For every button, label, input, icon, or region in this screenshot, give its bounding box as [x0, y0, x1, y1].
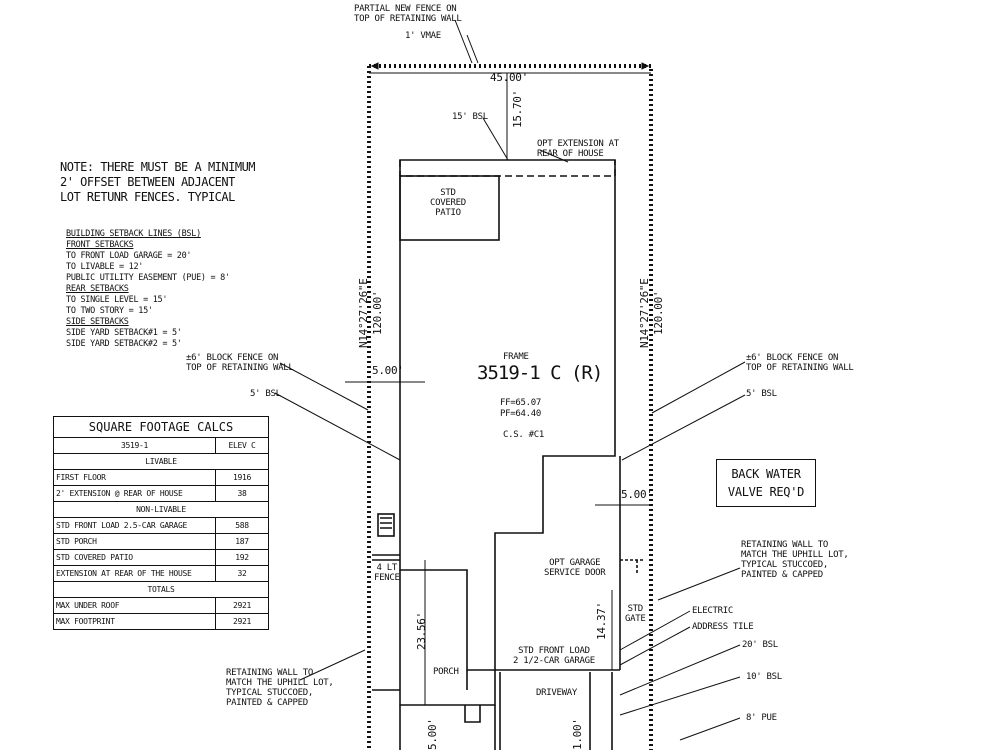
opt-ext-label: OPT EXTENSION AT REAR OF HOUSE	[537, 139, 619, 159]
partial-fence-note: PARTIAL NEW FENCE ON TOP OF RETAINING WA…	[354, 4, 462, 24]
plan-label: 3519-1 C (R)	[477, 362, 603, 384]
fence-offset-note: NOTE: THERE MUST BE A MINIMUM 2' OFFSET …	[60, 160, 256, 204]
sqft-livable-header: LIVABLE	[53, 453, 269, 470]
front-dim-b: 1.00'	[571, 718, 584, 750]
sqft-nonlivable-header: NON-LIVABLE	[53, 501, 269, 518]
left-depth-dim: 120.00'	[371, 290, 384, 335]
opt-extension-outline	[399, 160, 616, 177]
right-bearing-dim: N14°27'26"E	[638, 278, 651, 348]
lt-fence-label: 4 LT FENCE	[374, 563, 400, 583]
right-depth-dim: 120.00'	[652, 290, 665, 335]
ff-label: FF=65.07	[500, 398, 541, 408]
lot-boundary-fence	[367, 64, 653, 750]
sqft-plan-col: 3519-1	[53, 437, 216, 454]
driveway-label: DRIVEWAY	[536, 688, 577, 698]
patio-label: STD COVERED PATIO	[430, 188, 466, 218]
sqft-elev-col: ELEV C	[215, 437, 269, 454]
porch-depth-dim: 23.56'	[415, 612, 428, 650]
left-bsl-label: 5' BSL	[250, 389, 281, 399]
front-dim-a: 5.00'	[426, 718, 439, 750]
rear-setback-dim: 15.70'	[511, 90, 524, 128]
sqft-totals-header: TOTALS	[53, 581, 269, 598]
right-bsl-label: 5' BSL	[746, 389, 777, 399]
rear-bsl-label: 15' BSL	[452, 112, 488, 122]
patio-outline	[399, 175, 500, 241]
meter-icon	[377, 513, 395, 537]
frame-label: FRAME	[503, 352, 529, 362]
garage-label: STD FRONT LOAD 2 1/2-CAR GARAGE	[513, 646, 595, 666]
left-side-dim: 5.00'	[372, 364, 404, 377]
gate-label: STD GATE	[625, 604, 646, 624]
electric-label: ELECTRIC	[692, 606, 733, 616]
opt-garage-door-label: OPT GARAGE SERVICE DOOR	[544, 558, 606, 578]
pue-label: 8' PUE	[746, 713, 777, 723]
garage-depth-dim: 14.37'	[595, 602, 608, 640]
pf-label: PF=64.40	[500, 409, 541, 419]
vmae-note: 1' VMAE	[405, 31, 441, 41]
back-water-valve-note: BACK WATER VALVE REQ'D	[716, 459, 816, 507]
left-fence-label: ±6' BLOCK FENCE ON TOP OF RETAINING WALL	[186, 353, 294, 373]
retaining-wall-right-note: RETAINING WALL TO MATCH THE UPHILL LOT, …	[741, 540, 849, 580]
porch-outline	[399, 570, 496, 706]
cs-label: C.S. #C1	[503, 430, 544, 440]
address-tile-label: ADDRESS TILE	[692, 622, 754, 632]
right-fence-label: ±6' BLOCK FENCE ON TOP OF RETAINING WALL	[746, 353, 854, 373]
porch-label: PORCH	[433, 667, 459, 677]
right-side-dim: 5.00'	[621, 488, 653, 501]
house-outline	[399, 159, 616, 671]
front-bsl-label: 20' BSL	[742, 640, 778, 650]
setback-notes: BUILDING SETBACK LINES (BSL) FRONT SETBA…	[66, 229, 230, 349]
bsl-10-label: 10' BSL	[746, 672, 782, 682]
sqft-title: SQUARE FOOTAGE CALCS	[53, 416, 269, 438]
left-bearing-dim: N14°27'26"E	[357, 278, 370, 348]
rear-width-dim: 45.00'	[490, 71, 528, 84]
retaining-wall-left-note: RETAINING WALL TO MATCH THE UPHILL LOT, …	[226, 668, 334, 708]
